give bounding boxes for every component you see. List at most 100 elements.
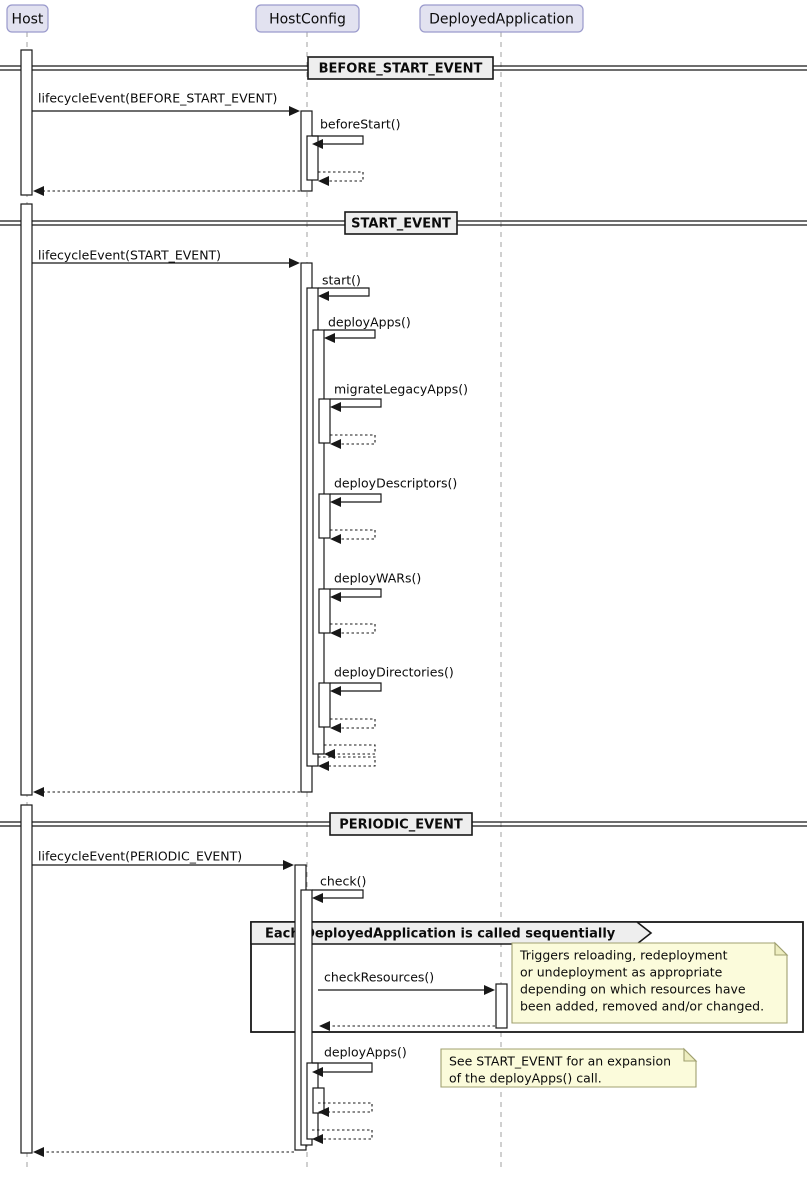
msg-deploydirectories-self-label: deployDirectories() <box>334 665 454 680</box>
msg-beforestart-self: beforeStart() <box>312 117 401 149</box>
msg-lifecycle-periodic-return <box>33 1147 294 1157</box>
act-host-periodic <box>20 804 33 1154</box>
note-checkresources-line-2: depending on which resources have <box>520 982 746 997</box>
participant-box-hostconfig[interactable] <box>255 4 360 33</box>
msg-periodic-deployapps-return-path <box>318 1102 373 1113</box>
msg-deployapps-return-path <box>324 744 376 755</box>
msg-deploydirectories-return-path <box>330 718 376 729</box>
msg-check-return-path <box>312 1129 373 1140</box>
msg-start-self-path <box>318 287 370 297</box>
msg-deploydescriptors-return-path <box>330 529 376 540</box>
msg-lifecycle-before-start-label: lifecycleEvent(BEFORE_START_EVENT) <box>38 91 277 106</box>
participants-layer: Host HostConfig DeployedApplication <box>6 4 584 33</box>
dividers-layer: BEFORE_START_EVENT START_EVENT PERIODIC_EV… <box>0 56 807 836</box>
msg-lifecycle-start-return <box>33 787 300 797</box>
msg-beforestart-self-return <box>318 171 364 186</box>
msg-check-self-label: check() <box>320 874 366 889</box>
note-deployapps-fold <box>683 1047 698 1062</box>
act-hostconfig-deploydescriptors <box>318 493 331 539</box>
msg-periodic-deployapps-self-path <box>312 1062 373 1073</box>
participant-label-hostconfig: HostConfig <box>269 12 346 28</box>
participant-label-deployedapplication: DeployedApplication <box>429 12 574 28</box>
msg-deploydirectories-self-path <box>330 682 382 692</box>
msg-start-self-label: start() <box>322 273 361 288</box>
msg-deploydescriptors-return <box>330 529 376 544</box>
divider-periodic: PERIODIC_EVENT <box>0 812 807 836</box>
msg-migratelegacyapps-self: migrateLegacyApps() <box>330 382 468 412</box>
msg-check-self: check() <box>312 874 366 903</box>
note-checkresources-line-0: Triggers reloading, redeployment <box>519 948 728 963</box>
msg-deploywars-self-label: deployWARs() <box>334 571 421 586</box>
msg-deploywars-return <box>330 623 376 638</box>
act-hostconfig-check-self <box>300 889 313 1146</box>
msg-deployapps-self: deployApps() <box>324 315 411 343</box>
msg-migratelegacyapps-self-path <box>330 398 382 408</box>
participant-deployedapplication[interactable]: DeployedApplication <box>419 4 584 33</box>
groups-layer: Each DeployedApplication is called seque… <box>250 921 804 1033</box>
msg-checkresources-return <box>319 1021 495 1031</box>
act-hostconfig-migratelegacy <box>318 398 331 444</box>
divider-before-start-label: BEFORE_START_EVENT <box>319 62 483 77</box>
participant-hostconfig[interactable]: HostConfig <box>255 4 360 33</box>
msg-check-self-path <box>312 889 364 899</box>
msg-beforestart-self-return-path <box>318 171 364 182</box>
divider-periodic-box <box>329 812 473 836</box>
msg-deploywars-self-path <box>330 588 382 598</box>
msg-lifecycle-before-start: lifecycleEvent(BEFORE_START_EVENT) <box>32 91 300 116</box>
divider-start-box <box>344 211 458 235</box>
msg-lifecycle-periodic: lifecycleEvent(PERIODIC_EVENT) <box>32 849 294 870</box>
note-deployapps: See START_EVENT for an expansion of the d… <box>440 1047 698 1088</box>
note-deployapps-line-0: See START_EVENT for an expansion <box>449 1054 671 1069</box>
note-deployapps-line-1: of the deployApps() call. <box>449 1071 602 1086</box>
msg-start-return-path <box>318 756 376 767</box>
note-checkresources-body <box>511 942 788 1024</box>
note-checkresources-fold <box>774 941 789 956</box>
note-deployapps-body <box>440 1048 697 1088</box>
divider-start: START_EVENT <box>0 211 807 235</box>
divider-periodic-label: PERIODIC_EVENT <box>339 818 463 833</box>
act-hostconfig-deployapps <box>312 329 325 755</box>
msg-periodic-deployapps-self: deployApps() <box>312 1045 407 1077</box>
act-hostconfig-deploywars <box>318 588 331 634</box>
act-hostconfig-periodic-deployapps-inner <box>312 1087 325 1114</box>
msg-lifecycle-start: lifecycleEvent(START_EVENT) <box>32 248 300 268</box>
msg-periodic-deployapps-self-label: deployApps() <box>324 1045 407 1060</box>
participant-host[interactable]: Host <box>6 4 49 33</box>
act-deployedapp-checkresources <box>495 983 508 1029</box>
participant-label-host: Host <box>12 12 44 28</box>
msg-lifecycle-before-start-return <box>33 186 300 196</box>
msg-deployapps-self-path <box>324 329 376 339</box>
msg-deploydescriptors-self-label: deployDescriptors() <box>334 476 457 491</box>
msg-deploywars-self: deployWARs() <box>330 571 421 602</box>
lifelines-layer <box>26 32 502 1172</box>
participant-box-host[interactable] <box>6 4 49 33</box>
msg-deploydescriptors-self-path <box>330 493 382 503</box>
msg-lifecycle-periodic-label: lifecycleEvent(PERIODIC_EVENT) <box>38 849 242 864</box>
group-each-deployedapplication-label: Each DeployedApplication is called seque… <box>265 927 616 942</box>
msg-lifecycle-start-label: lifecycleEvent(START_EVENT) <box>38 248 221 263</box>
msg-migratelegacyapps-return <box>330 434 376 449</box>
participant-box-deployedapplication[interactable] <box>419 4 584 33</box>
msg-periodic-deployapps-return <box>318 1102 373 1117</box>
group-each-deployedapplication: Each DeployedApplication is called seque… <box>250 921 804 1033</box>
msg-start-return <box>318 756 376 771</box>
act-host-start <box>20 203 33 796</box>
msg-deploydirectories-return <box>330 718 376 733</box>
msg-check-return <box>312 1129 373 1144</box>
group-each-deployedapplication-tab <box>250 921 653 945</box>
msg-deploydirectories-self: deployDirectories() <box>330 665 454 696</box>
msg-checkresources: checkResources() <box>318 970 495 995</box>
act-hostconfig-deploydirectories <box>318 682 331 728</box>
msg-beforestart-self-path <box>312 135 364 145</box>
msg-deployapps-return <box>324 744 376 759</box>
divider-before-start: BEFORE_START_EVENT <box>0 56 807 80</box>
msg-checkresources-label: checkResources() <box>324 970 434 985</box>
act-host-before-start <box>20 49 33 196</box>
divider-start-label: START_EVENT <box>351 217 451 232</box>
divider-before-start-box <box>307 56 494 80</box>
messages-layer: lifecycleEvent(BEFORE_START_EVENT)before… <box>32 91 495 1157</box>
